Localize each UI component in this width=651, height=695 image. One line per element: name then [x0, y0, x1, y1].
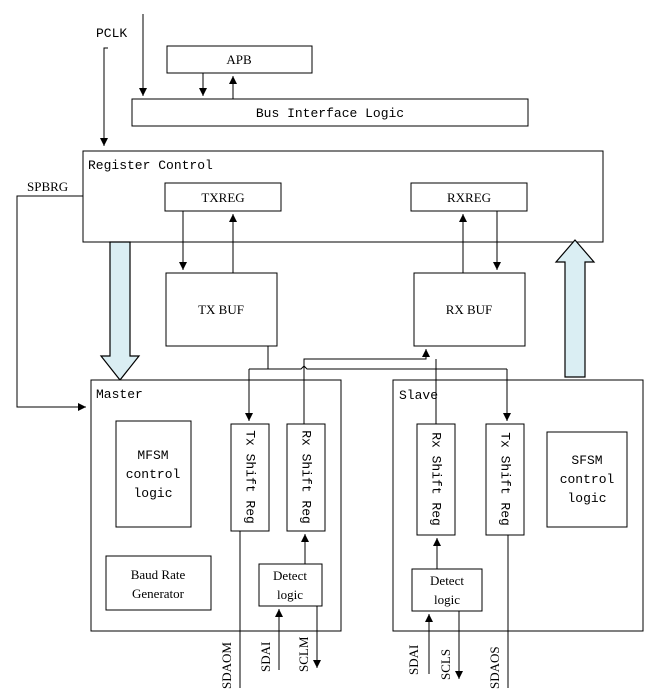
- mfsm-line-3: logic: [133, 486, 172, 501]
- bus-interface-block: [131, 98, 529, 127]
- spbrg-label: SPBRG: [27, 179, 68, 194]
- master-rx-to-rxbuf-wire: [303, 349, 430, 424]
- pclk-label: PCLK: [96, 26, 127, 41]
- txreg-label: TXREG: [201, 190, 244, 205]
- tx-buf-label: TX BUF: [198, 302, 244, 317]
- rx-buf-label: RX BUF: [446, 302, 493, 317]
- rxreg-block: [410, 182, 528, 212]
- sfsm-block: [546, 431, 628, 528]
- slave-to-register-fat-arrow: [554, 239, 596, 378]
- master-detect-line-2: logic: [277, 587, 303, 602]
- apb-block: [166, 45, 313, 74]
- baud-line-2: Generator: [132, 586, 185, 601]
- master-detect-line-1: Detect: [273, 568, 307, 583]
- mfsm-block: [115, 420, 192, 528]
- slave-detect-logic-block: [411, 568, 483, 612]
- slave-label: Slave: [399, 388, 438, 403]
- slave-detect-line-1: Detect: [430, 573, 464, 588]
- register-to-master-fat-arrow: [99, 241, 141, 381]
- mfsm-line-1: MFSM: [137, 448, 168, 463]
- sdai-slave-label: SDAI: [406, 645, 421, 675]
- rxreg-label: RXREG: [447, 190, 491, 205]
- tx-buf-block: [165, 272, 278, 347]
- spbrg-wire: [16, 195, 86, 411]
- bus-interface-label: Bus Interface Logic: [256, 106, 404, 121]
- txreg-block: [164, 182, 282, 212]
- master-label: Master: [96, 387, 143, 402]
- slave-detect-line-2: logic: [434, 592, 460, 607]
- baud-line-1: Baud Rate: [131, 567, 186, 582]
- sdaos-label: SDAOS: [487, 646, 502, 689]
- sclm-label: SCLM: [296, 636, 311, 672]
- slave-rx-shift-label: Rx Shift Reg: [429, 432, 444, 526]
- slave-tx-shift-label: Tx Shift Reg: [498, 432, 513, 526]
- rx-buf-block: [413, 272, 526, 347]
- register-control-label: Register Control: [88, 158, 213, 173]
- sdaom-label: SDAOM: [219, 642, 234, 689]
- pclk-to-register-wire: [100, 47, 108, 146]
- scls-label: SCLS: [438, 649, 453, 680]
- baud-rate-generator-block: [105, 555, 212, 611]
- slave-rx-shift-reg: [416, 423, 456, 536]
- sfsm-line-1: SFSM: [571, 453, 602, 468]
- tx-bus-wire: [249, 365, 507, 370]
- slave-tx-shift-reg: [485, 423, 525, 536]
- master-tx-shift-reg: [230, 423, 270, 532]
- mfsm-line-2: control: [126, 467, 181, 482]
- master-tx-shift-label: Tx Shift Reg: [243, 430, 258, 524]
- sfsm-line-2: control: [560, 472, 615, 487]
- sdai-master-label: SDAI: [258, 642, 273, 672]
- sfsm-line-3: logic: [567, 491, 606, 506]
- master-rx-shift-reg: [286, 423, 326, 532]
- master-rx-shift-label: Rx Shift Reg: [299, 430, 314, 524]
- master-detect-logic-block: [258, 563, 323, 607]
- apb-label: APB: [226, 52, 252, 67]
